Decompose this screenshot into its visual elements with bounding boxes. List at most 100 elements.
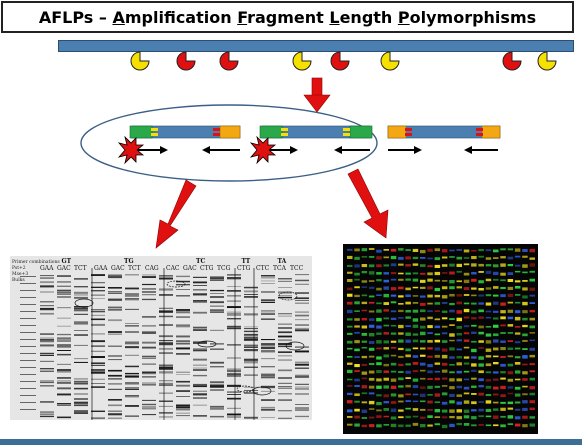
fluorescent-band [478, 316, 484, 319]
gel-band [142, 341, 156, 344]
gel-band [40, 333, 54, 335]
gel-band [57, 403, 71, 405]
gel-band [295, 386, 309, 388]
gel-band [261, 399, 275, 401]
fluorescent-band [485, 326, 492, 328]
fluorescent-band [500, 256, 506, 259]
fluorescent-band [427, 340, 433, 343]
fluorescent-band [434, 377, 441, 381]
gel-band [244, 294, 258, 295]
fluorescent-band [434, 423, 441, 426]
gel-band [193, 397, 207, 399]
gel-band [74, 292, 88, 294]
fluorescent-band [420, 347, 426, 350]
gel-band [244, 314, 258, 316]
gel-band [193, 390, 207, 392]
fluorescent-band [456, 370, 462, 374]
fluorescent-band [471, 363, 477, 367]
fluorescent-band [405, 256, 411, 260]
fluorescent-band [478, 271, 484, 273]
fluorescent-band [485, 340, 492, 344]
fluorescent-band [390, 272, 397, 275]
gel-band [227, 397, 241, 400]
gel-band [142, 283, 156, 286]
fluorescent-band [493, 401, 499, 404]
lane-label: GAC [111, 265, 125, 272]
gel-band [40, 385, 54, 387]
fluorescent-band [434, 271, 441, 276]
gel-band [40, 368, 54, 370]
gel-band [227, 286, 241, 287]
gel-band [210, 408, 224, 410]
fluorescent-band [398, 317, 404, 319]
fluorescent-band [434, 287, 441, 292]
gel-band [57, 325, 71, 327]
fluorescent-band [368, 310, 375, 313]
gel-band [57, 353, 71, 356]
fluorescent-band [368, 392, 375, 395]
gel-band [278, 278, 292, 280]
fluorescent-band [463, 249, 470, 253]
gel-band [261, 417, 275, 418]
fluorescent-band [514, 310, 521, 314]
fluorescent-band [383, 317, 389, 320]
fluorescent-band [449, 271, 455, 275]
fluorescent-band [420, 286, 426, 289]
fluorescent-band [485, 278, 492, 282]
fluorescent-band [427, 394, 433, 396]
fluorescent-band [347, 309, 353, 314]
gel-band [74, 296, 88, 299]
fluorescent-band [383, 401, 389, 404]
fluorescent-band [383, 309, 389, 312]
gel-band [193, 374, 207, 377]
primer-group-label: TT [242, 258, 251, 265]
fluorescent-band [478, 385, 484, 388]
fluorescent-band [376, 332, 382, 335]
fluorescent-band [463, 339, 470, 342]
gel-band [176, 390, 190, 392]
gel-band [295, 314, 309, 317]
gel-band [261, 374, 275, 377]
fluorescent-band [434, 264, 441, 268]
gel-band [20, 290, 36, 291]
gel-band [57, 340, 71, 342]
fluorescent-band [529, 332, 535, 334]
gel-band [20, 353, 36, 354]
gel-band [261, 347, 275, 349]
gel-band [142, 382, 156, 384]
fluorescent-band [529, 400, 535, 404]
gel-band [57, 377, 71, 379]
fluorescent-band [485, 316, 492, 319]
fluorescent-band [376, 402, 382, 406]
gel-band [278, 410, 292, 412]
fluorescent-band [405, 287, 411, 291]
fluorescent-band [456, 294, 462, 297]
fluorescent-band [522, 378, 528, 381]
gel-band [40, 305, 54, 307]
fluorescent-band [500, 279, 506, 282]
title-word: Length [329, 7, 393, 27]
fluorescent-band [522, 363, 528, 366]
fluorescent-band [368, 280, 375, 282]
gel-band [227, 394, 241, 395]
fluorescent-band [383, 377, 389, 381]
fluorescent-band [398, 339, 404, 343]
fluorescent-band [405, 325, 411, 327]
gel-band [57, 382, 71, 384]
gel-band [91, 383, 105, 384]
fluorescent-band [361, 385, 368, 389]
fluorescent-band [361, 248, 368, 252]
gel-band [57, 296, 71, 298]
fluorescent-band [390, 263, 397, 267]
fluorescent-band [347, 423, 353, 426]
gel-band [40, 415, 54, 418]
gel-band [193, 300, 207, 302]
fluorescent-band [412, 256, 419, 260]
fluorescent-band [420, 272, 426, 275]
fluorescent-band [514, 401, 521, 404]
fluorescent-band [463, 316, 470, 319]
gel-band [210, 305, 224, 307]
fluorescent-band [390, 310, 397, 313]
fluorescent-band [420, 325, 426, 329]
gel-band [74, 307, 88, 310]
